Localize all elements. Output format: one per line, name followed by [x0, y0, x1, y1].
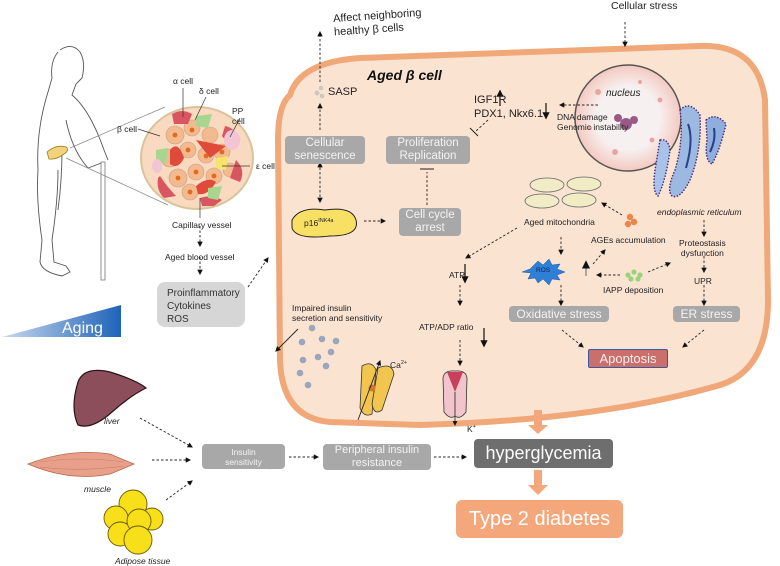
aging-label: Aging	[62, 320, 103, 337]
calcium-label: Ca2+	[390, 358, 407, 370]
upr-label: UPR	[694, 276, 712, 286]
nucleus-icon	[574, 64, 682, 172]
igf1r-label: IGF1R	[474, 94, 507, 106]
aged-mitochondria-icon	[524, 176, 602, 209]
islet-pointer-lines	[137, 88, 250, 218]
muscle-icon	[26, 451, 136, 477]
peripheral-insulin-resistance-box: Peripheral insulin resistance	[323, 444, 431, 470]
walking-cane-icon	[100, 161, 106, 281]
inhibition-bar	[469, 127, 479, 137]
peripheral-resistance-line1: Peripheral insulin	[334, 444, 420, 456]
proliferation-line2: Replication	[399, 150, 457, 162]
p16-superscript: INK4a	[318, 218, 334, 224]
ages-particles-icon	[624, 213, 638, 228]
big-arrow-to-type2-diabetes	[528, 470, 548, 495]
proteostasis-line2: dysfunction	[680, 248, 724, 258]
type2-diabetes-box: Type 2 diabetes	[456, 500, 623, 538]
atp-label: ATP	[449, 270, 465, 280]
pdx1-nkx61-label: PDX1, Nkx6.1	[474, 108, 544, 120]
cellular-stress-label: Cellular stress	[611, 0, 678, 12]
ros-label: ROS	[536, 267, 551, 274]
capillary-vessel-label: Capillary vessel	[172, 220, 232, 230]
iapp-particles-icon	[625, 269, 643, 282]
aged-beta-cell-membrane	[274, 42, 772, 429]
er-stress-box: ER stress	[673, 306, 740, 322]
potassium-label: K+	[467, 422, 476, 434]
zoom-line	[69, 106, 166, 149]
proteostasis-line1: Proteostasis	[679, 238, 726, 248]
impaired-insulin-line2: secretion and sensitivity	[292, 313, 383, 323]
cell-cycle-arrest-line2: arrest	[415, 222, 445, 234]
big-arrow-to-hyperglycemia	[528, 410, 548, 434]
apoptosis-box: Apoptosis	[588, 349, 668, 368]
calcium-superscript: 2+	[400, 360, 408, 366]
endoplasmic-reticulum-label: endoplasmic reticulum	[657, 207, 742, 217]
impaired-insulin-label: Impaired insulin secretion and sensitivi…	[292, 303, 382, 323]
calcium-channel-icon	[357, 359, 395, 421]
aged-beta-cell-title: Aged β cell	[367, 67, 442, 83]
proteostasis-dysfunction-label: Proteostasis dysfunction	[679, 238, 726, 258]
adipose-tissue-label: Adipose tissue	[115, 556, 171, 566]
muscle-label: muscle	[84, 484, 111, 494]
aged-blood-vessel-label: Aged blood vessel	[165, 252, 235, 262]
insulin-granules-icon	[296, 324, 340, 389]
insulin-sensitivity-box: Insulin sensitivity	[202, 444, 285, 469]
p16-protein-blob	[291, 208, 357, 238]
iapp-deposition-label: IAPP deposition	[603, 285, 664, 295]
cell-cycle-arrest-box: Cell cycle arrest	[399, 208, 461, 236]
proinflammatory-box: Proinflammatory Cytokines ROS	[157, 282, 245, 327]
liver-label: liver	[104, 416, 120, 426]
cellular-senescence-line1: Cellular	[305, 137, 345, 149]
sasp-particles-icon	[314, 85, 325, 99]
aging-gradient-triangle	[2, 305, 121, 337]
pancreatic-islet-icon	[140, 106, 254, 210]
adipose-tissue-icon	[103, 489, 164, 555]
pathway-arrows	[139, 22, 707, 501]
insulin-sensitivity-line1: Insulin	[231, 446, 256, 457]
genomic-instability-label: Genomic instability	[557, 122, 629, 132]
potassium-text: K	[467, 423, 473, 434]
calcium-text: Ca	[390, 359, 401, 370]
pp-cell-label-line1: PP	[232, 106, 244, 116]
p16-main-text: p16	[304, 217, 319, 228]
cell-cycle-arrest-line1: Cell cycle	[405, 209, 455, 221]
proliferation-line1: Proliferation	[397, 137, 459, 149]
p16-label: p16INK4a	[304, 216, 333, 228]
potassium-channel-icon	[442, 370, 468, 426]
zoom-line	[65, 157, 169, 206]
endoplasmic-reticulum-icon	[653, 105, 727, 198]
potassium-superscript: +	[472, 424, 476, 430]
alpha-cell-label: α cell	[173, 76, 194, 86]
impaired-insulin-line1: Impaired insulin	[292, 303, 352, 313]
ages-accumulation-label: AGEs accumulation	[591, 235, 666, 245]
liver-icon	[73, 369, 148, 427]
cytokines-text: Cytokines	[167, 301, 211, 312]
nucleus-label: nucleus	[606, 88, 641, 99]
peripheral-resistance-line2: resistance	[351, 457, 403, 469]
hyperglycemia-box: hyperglycemia	[474, 439, 613, 468]
pp-cell-label-line2: cell	[232, 116, 245, 126]
epsilon-cell-label: ε cell	[256, 161, 275, 171]
ros-systemic-text: ROS	[167, 314, 189, 325]
oxidative-stress-box: Oxidative stress	[509, 306, 609, 322]
aged-mitochondria-label: Aged mitochondria	[524, 217, 595, 227]
dna-damage-label: DNA damage	[557, 112, 608, 122]
sasp-label: SASP	[328, 86, 358, 98]
ros-burst-icon	[521, 258, 566, 286]
cellular-senescence-line2: senescence	[294, 150, 356, 162]
atp-adp-ratio-label: ATP/ADP ratio	[419, 322, 474, 332]
beta-cell-label: β cell	[117, 124, 138, 134]
cellular-senescence-box: Cellular senescence	[285, 136, 365, 164]
insulin-sensitivity-line2: sensitivity	[225, 456, 262, 467]
pancreas-icon	[46, 145, 68, 160]
proinflammatory-text: Proinflammatory	[167, 288, 240, 299]
delta-cell-label: δ cell	[199, 86, 219, 96]
proliferation-replication-box: Proliferation Replication	[386, 136, 470, 164]
